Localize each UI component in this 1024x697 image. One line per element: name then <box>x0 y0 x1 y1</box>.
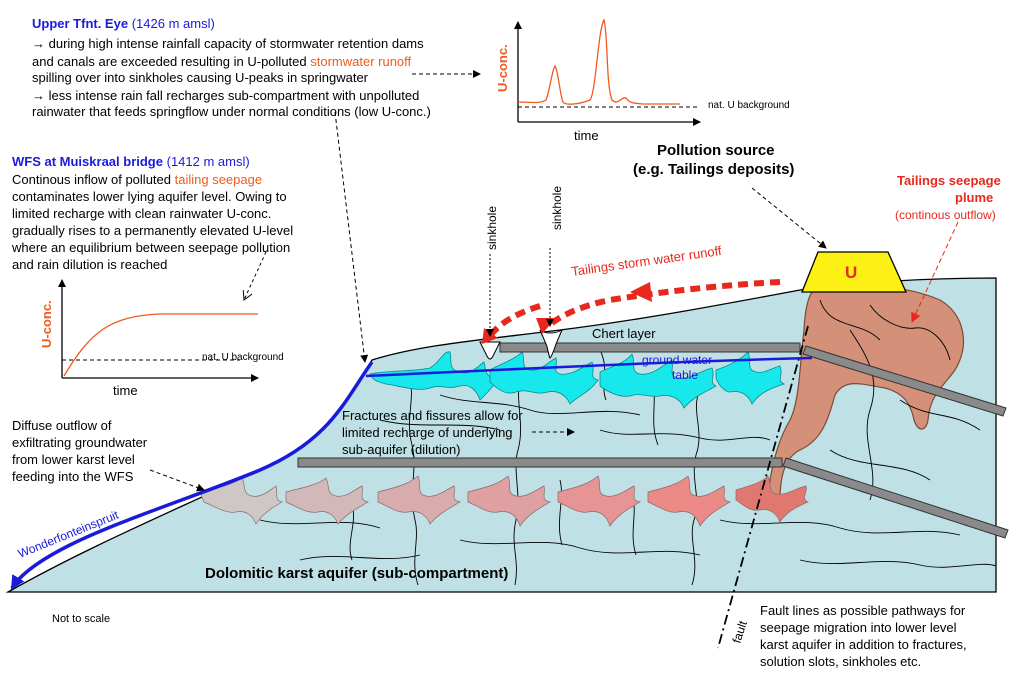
fault-note-1: Fault lines as possible pathways for <box>760 603 966 618</box>
peaks-graph <box>514 18 701 126</box>
peaks-graph-xlabel: time <box>574 128 599 143</box>
chert-layers <box>297 342 1009 539</box>
tailings-plume <box>767 285 964 505</box>
pollution-source-subtitle: (e.g. Tailings deposits) <box>633 161 795 178</box>
diffuse-label-2: exfiltrating groundwater <box>12 435 148 450</box>
annotation-arrows <box>149 70 827 492</box>
upper-eye-stormwater: stormwater runoff <box>310 54 412 69</box>
deposit-symbol: U <box>845 263 857 282</box>
wfs-tailing-seepage: tailing seepage <box>174 172 263 187</box>
chert-layer-label: Chert layer <box>592 326 656 341</box>
sinkhole-label-1: sinkhole <box>485 206 499 250</box>
upper-eye-line-2a: and canals are exceeded resulting in U-p… <box>32 54 311 69</box>
fault-label: fault <box>730 618 751 645</box>
peaks-graph-ylabel: U-conc. <box>495 44 510 92</box>
aquifer-title: Dolomitic karst aquifer (sub-compartment… <box>205 565 509 582</box>
fault-note-2: seepage migration into lower level <box>760 620 957 635</box>
upper-eye-line-5: rainwater that feeds springflow under no… <box>32 104 431 119</box>
groundwater-table-line <box>365 356 813 378</box>
upper-eye-title: Upper Tfnt. Eye <box>32 16 129 31</box>
fault-line <box>717 325 809 649</box>
tailings-plume-label-3: (continous outflow) <box>895 208 996 222</box>
wfs-title: WFS at Muiskraal bridge <box>12 154 163 169</box>
wfs-line-6: and rain dilution is reached <box>12 257 168 272</box>
rise-graph-baseline: nat. U background <box>202 352 284 363</box>
diffuse-label-4: feeding into the WFS <box>12 469 134 484</box>
wfs-line-1a: Continous inflow of polluted <box>12 172 175 187</box>
wfs-line-5: where an equilibrium between seepage pol… <box>12 240 291 255</box>
upper-eye-line-4: → less intense rain fall recharges sub-c… <box>32 88 420 103</box>
fault-note-3: karst aquifer in addition to fractures, <box>760 637 967 652</box>
rise-graph-xlabel: time <box>113 383 138 398</box>
diffuse-label-3: from lower karst level <box>12 452 135 467</box>
fractures-label-1: Fractures and fissures allow for <box>342 408 523 423</box>
upper-eye-elevation: (1426 m amsl) <box>131 16 215 31</box>
groundwater-table-label-2: table <box>672 368 699 382</box>
groundwater-table-label-1: ground water <box>642 353 713 367</box>
sinkhole-shapes <box>479 328 564 360</box>
wfs-line-1: Continous inflow of polluted tailing see… <box>12 172 262 188</box>
fracture-lines <box>259 299 997 586</box>
rise-graph-ylabel: U-conc. <box>39 300 54 348</box>
fractures-label-2: limited recharge of underlying <box>342 425 513 440</box>
diffuse-label-1: Diffuse outflow of <box>12 418 112 433</box>
fractures-label-3: sub-aquifer (dilution) <box>342 442 461 457</box>
tailings-plume-label-1: Tailings seepage <box>897 173 1001 188</box>
upper-eye-line-3: spilling over into sinkholes causing U-p… <box>32 70 369 85</box>
wfs-line-4: gradually rises to a permanently elevate… <box>12 223 294 238</box>
upper-karst-cavities <box>369 351 786 409</box>
wfs-elevation: (1412 m amsl) <box>166 154 250 169</box>
upper-eye-title-line: Upper Tfnt. Eye (1426 m amsl) <box>32 16 215 32</box>
peaks-graph-baseline: nat. U background <box>708 100 790 111</box>
river-line <box>10 360 374 590</box>
upper-eye-line-1: → during high intense rainfall capacity … <box>32 36 424 51</box>
wfs-title-line: WFS at Muiskraal bridge (1412 m amsl) <box>12 154 250 170</box>
tailings-plume-label-2: plume <box>955 190 994 205</box>
upper-eye-line-2: and canals are exceeded resulting in U-p… <box>32 54 411 70</box>
plume-label-arrow <box>911 221 959 323</box>
sinkhole-label-2: sinkhole <box>550 186 564 230</box>
rise-graph <box>58 279 259 382</box>
wfs-line-2: contaminates lower lying aquifer level. … <box>12 189 287 204</box>
tailings-deposit <box>801 251 908 293</box>
storm-runoff-label: Tailings storm water runoff <box>570 243 722 279</box>
not-to-scale-label: Not to scale <box>52 613 111 625</box>
fault-note-4: solution slots, sinkholes etc. <box>760 654 922 669</box>
lower-karst-cavities <box>199 475 809 527</box>
pollution-source-title: Pollution source <box>657 142 775 159</box>
wfs-line-3: limited recharge with clean rainwater U-… <box>12 206 272 221</box>
